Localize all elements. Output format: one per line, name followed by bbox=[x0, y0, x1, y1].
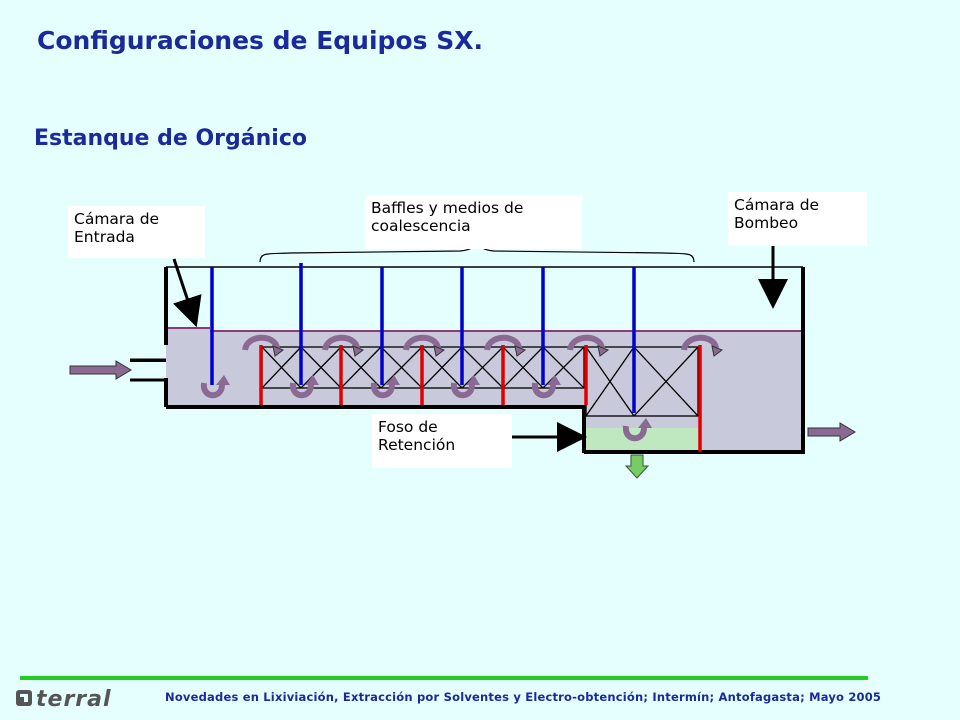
label-foso-retencion: Foso de Retención bbox=[372, 414, 512, 468]
label-camara-bombeo: Cámara de Bombeo bbox=[728, 192, 867, 246]
drain-arrow bbox=[624, 454, 650, 479]
logo-wordmark: terral bbox=[36, 687, 112, 712]
terral-logo-icon: terral bbox=[16, 687, 112, 712]
red-baffles bbox=[259, 345, 702, 452]
slide-title: Configuraciones de Equipos SX. bbox=[37, 26, 483, 55]
footer-text: Novedades en Lixiviación, Extracción por… bbox=[165, 690, 882, 704]
label-baffles-coalescencia: Baffles y medios de coalescencia bbox=[365, 195, 582, 249]
label-camara-entrada: Cámara de Entrada bbox=[68, 206, 205, 258]
footer-line bbox=[20, 676, 868, 680]
blue-baffles bbox=[210, 263, 636, 413]
flow-arrows-bottom bbox=[200, 375, 652, 442]
flow-arrows-top bbox=[242, 334, 724, 357]
outlet-flow-arrow bbox=[807, 422, 856, 442]
inlet-flow-arrow bbox=[69, 360, 132, 380]
entrada-pointer bbox=[172, 258, 202, 328]
slide-subtitle: Estanque de Orgánico bbox=[34, 126, 307, 151]
